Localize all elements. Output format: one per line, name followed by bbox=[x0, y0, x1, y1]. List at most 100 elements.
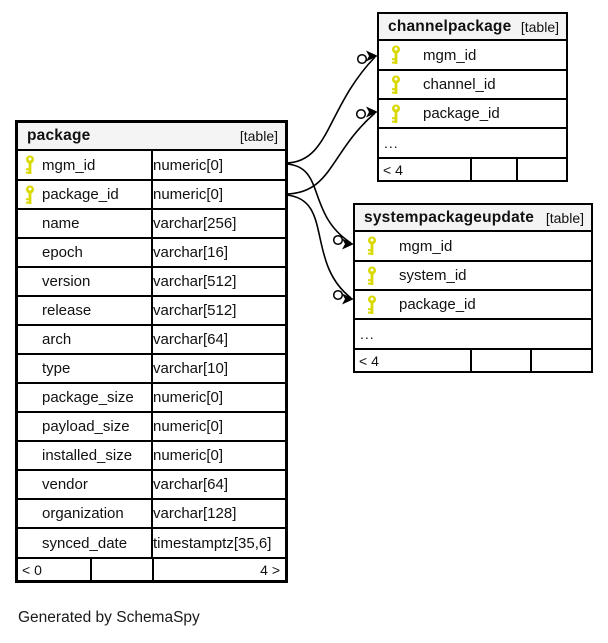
hidden-columns-row: ... bbox=[379, 127, 566, 157]
column-row: epoch varchar[16] bbox=[18, 237, 285, 267]
column-type: timestamptz[35,6] bbox=[151, 527, 285, 557]
primary-key-icon-cell bbox=[355, 289, 389, 319]
ellipsis-label: ... bbox=[355, 318, 591, 348]
relationship-line-mgmid-systempackageupdate bbox=[285, 163, 352, 244]
table-footer: < 4 bbox=[379, 157, 566, 180]
fk-arrowhead bbox=[342, 238, 354, 250]
column-name: mgm_id bbox=[42, 156, 96, 174]
relationship-line-packageid-systempackageupdate bbox=[285, 194, 352, 299]
column-name: release bbox=[42, 295, 152, 325]
column-row: version varchar[512] bbox=[18, 266, 285, 296]
table-type-badge: [table] bbox=[520, 18, 559, 35]
table-footer: < 0 4 > bbox=[18, 557, 285, 580]
relationship-line-mgmid-channelpackage bbox=[285, 56, 376, 164]
table-type-badge: [table] bbox=[239, 128, 278, 144]
column-name: package_id bbox=[42, 179, 152, 209]
column-type: varchar[512] bbox=[151, 266, 285, 296]
column-name: type bbox=[42, 353, 152, 383]
column-type: numeric[0] bbox=[151, 411, 285, 441]
table-header: channelpackage [table] bbox=[379, 14, 566, 41]
fk-in-count: < 0 bbox=[22, 561, 42, 578]
table-systempackageupdate[interactable]: systempackageupdate [table] mgm_id bbox=[353, 203, 593, 373]
column-row: organization varchar[128] bbox=[18, 498, 285, 528]
fk-endpoint-circle bbox=[356, 53, 368, 65]
column-row: mgm_id bbox=[379, 41, 566, 70]
fk-endpoint-circle bbox=[332, 234, 344, 246]
fk-out-count bbox=[530, 350, 591, 371]
fk-endpoint-circle bbox=[355, 108, 367, 120]
column-row: installed_size numeric[0] bbox=[18, 440, 285, 470]
column-row: package_id bbox=[355, 289, 591, 319]
column-name: system_id bbox=[389, 260, 591, 290]
table-package[interactable]: package [table] mgm_id numeric[0] bbox=[15, 120, 288, 583]
generated-by-note: Generated by SchemaSpy bbox=[18, 609, 200, 626]
primary-key-icon bbox=[391, 104, 400, 123]
column-row: package_id bbox=[379, 98, 566, 128]
primary-key-icon-cell bbox=[355, 260, 389, 290]
primary-key-icon-cell bbox=[379, 69, 413, 99]
primary-key-icon bbox=[25, 185, 34, 204]
primary-key-icon-cell bbox=[379, 41, 413, 70]
column-name: package_id bbox=[389, 289, 591, 319]
column-name: mgm_id bbox=[423, 46, 477, 64]
column-type: numeric[0] bbox=[151, 440, 285, 470]
column-list: mgm_id numeric[0] package_id numeric[0] … bbox=[18, 151, 285, 557]
column-row: package_size numeric[0] bbox=[18, 382, 285, 412]
table-channelpackage[interactable]: channelpackage [table] mgm_id bbox=[377, 12, 568, 182]
column-type: numeric[0] bbox=[151, 151, 285, 180]
column-name: vendor bbox=[42, 469, 152, 499]
column-row: release varchar[512] bbox=[18, 295, 285, 325]
ellipsis-label: ... bbox=[379, 127, 566, 157]
column-name: package_id bbox=[413, 98, 566, 128]
column-row: arch varchar[64] bbox=[18, 324, 285, 354]
column-name: payload_size bbox=[42, 411, 152, 441]
hidden-columns-row: ... bbox=[355, 318, 591, 348]
fk-in-count: < 4 bbox=[359, 352, 379, 369]
fk-arrowhead bbox=[342, 293, 354, 305]
column-name: installed_size bbox=[42, 440, 152, 470]
column-name: epoch bbox=[42, 237, 152, 267]
fk-in-count: < 4 bbox=[383, 161, 403, 178]
column-row: mgm_id bbox=[355, 232, 591, 261]
column-row: mgm_id numeric[0] bbox=[18, 151, 285, 180]
table-name: channelpackage bbox=[388, 17, 512, 35]
column-name: arch bbox=[42, 324, 152, 354]
primary-key-icon bbox=[367, 266, 376, 285]
column-type: varchar[256] bbox=[151, 208, 285, 238]
primary-key-icon-cell bbox=[355, 232, 389, 261]
table-type-badge: [table] bbox=[545, 209, 584, 226]
primary-key-icon bbox=[391, 45, 400, 64]
table-footer: < 4 bbox=[355, 348, 591, 371]
column-type: varchar[64] bbox=[151, 324, 285, 354]
table-name: systempackageupdate bbox=[364, 208, 535, 226]
column-row: package_id numeric[0] bbox=[18, 179, 285, 209]
fk-out-count bbox=[516, 159, 566, 180]
footer-spacer bbox=[90, 559, 152, 580]
primary-key-icon-cell bbox=[18, 151, 42, 180]
table-name: package bbox=[27, 127, 91, 144]
fk-arrowhead bbox=[366, 50, 378, 62]
column-row: channel_id bbox=[379, 69, 566, 99]
column-type: numeric[0] bbox=[151, 179, 285, 209]
column-row: payload_size numeric[0] bbox=[18, 411, 285, 441]
primary-key-icon-cell bbox=[18, 179, 42, 209]
column-row: type varchar[10] bbox=[18, 353, 285, 383]
primary-key-icon bbox=[391, 75, 400, 94]
column-name: channel_id bbox=[413, 69, 566, 99]
table-header: systempackageupdate [table] bbox=[355, 205, 591, 232]
relationship-line-packageid-channelpackage bbox=[285, 112, 376, 195]
fk-out-count: 4 > bbox=[152, 559, 285, 580]
footer-spacer bbox=[470, 159, 516, 180]
primary-key-icon bbox=[367, 295, 376, 314]
column-name: mgm_id bbox=[399, 237, 453, 255]
column-list: mgm_id system_id bbox=[355, 232, 591, 348]
primary-key-icon bbox=[367, 236, 376, 255]
column-type: varchar[64] bbox=[151, 469, 285, 499]
column-name: synced_date bbox=[42, 527, 152, 557]
column-type: varchar[128] bbox=[151, 498, 285, 528]
column-name: package_size bbox=[42, 382, 152, 412]
column-row: vendor varchar[64] bbox=[18, 469, 285, 499]
table-header: package [table] bbox=[18, 123, 285, 151]
column-name: name bbox=[42, 208, 152, 238]
